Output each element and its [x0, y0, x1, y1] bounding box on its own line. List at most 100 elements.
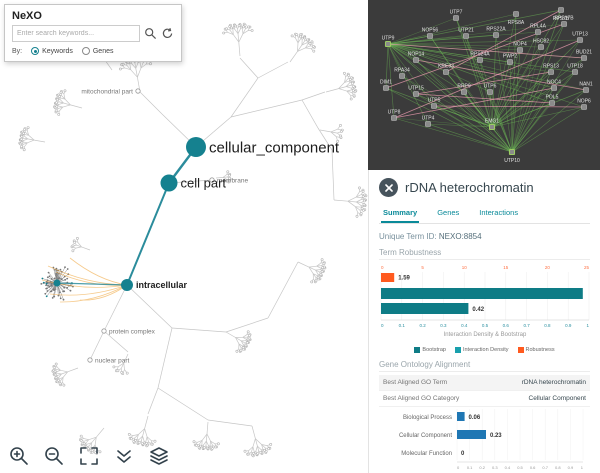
network-node-UTP5[interactable]: [431, 103, 437, 109]
legend-swatch-icon: [454, 347, 461, 353]
network-node-NOP6[interactable]: [581, 104, 587, 110]
network-node-RPS22A[interactable]: [493, 32, 499, 38]
keywords-radio-icon[interactable]: [31, 47, 40, 55]
network-node-UTP9[interactable]: [384, 40, 392, 48]
network-node-NOP14[interactable]: [413, 57, 419, 63]
close-details-button[interactable]: [379, 178, 398, 197]
edge: [387, 43, 585, 59]
tree-node-cell-part[interactable]: [160, 174, 178, 192]
network-node-HSC82[interactable]: [538, 44, 544, 50]
edge: [511, 89, 587, 153]
layers-button[interactable]: [148, 445, 170, 467]
network-node-UTP13[interactable]: [577, 37, 583, 43]
edge: [491, 13, 517, 128]
network-node-RPS8A[interactable]: [513, 11, 519, 17]
network-node-UTP6[interactable]: [487, 89, 493, 95]
svg-text:0.7: 0.7: [542, 465, 548, 470]
network-node-NOP4[interactable]: [517, 47, 523, 53]
network-node-UTP7[interactable]: [453, 15, 459, 21]
network-node-NOC4[interactable]: [551, 85, 557, 91]
edge: [415, 71, 552, 95]
edge: [387, 43, 587, 91]
edge: [387, 17, 457, 45]
network-node-RPS13[interactable]: [548, 69, 554, 75]
gene-label: UTP10: [504, 158, 520, 164]
go-category-label: Molecular Function: [401, 451, 452, 457]
radio-keywords[interactable]: Keywords: [31, 47, 73, 55]
network-node-DIM1[interactable]: [383, 85, 389, 91]
tree-term-label: cell part: [181, 176, 227, 191]
tree-node[interactable]: [87, 357, 93, 363]
network-node-UTP10[interactable]: [508, 148, 516, 156]
tree-node-cluster[interactable]: [53, 279, 61, 287]
network-node-RPS7B[interactable]: [558, 7, 564, 13]
network-node-PWP2[interactable]: [507, 59, 513, 65]
fit-view-button[interactable]: [78, 445, 100, 467]
row-value: Cellular Component: [528, 395, 586, 402]
gene-label: RRP9: [457, 84, 471, 90]
edge: [433, 105, 493, 128]
gene-label: NOP6: [577, 99, 591, 105]
network-node-UTP4[interactable]: [425, 121, 431, 127]
network-node-RRP9[interactable]: [461, 89, 467, 95]
bar-robustness: [381, 273, 395, 282]
svg-text:0.8: 0.8: [555, 465, 561, 470]
tab-interactions[interactable]: Interactions: [479, 208, 519, 217]
reset-search-icon[interactable]: [161, 27, 174, 40]
tree-node-cellular-component[interactable]: [186, 137, 206, 157]
network-node-UTP21[interactable]: [463, 33, 469, 39]
edge: [491, 71, 576, 128]
tree-node[interactable]: [101, 328, 107, 334]
network-node-RPL4A[interactable]: [535, 29, 541, 35]
svg-text:0.3: 0.3: [492, 465, 498, 470]
network-node-UTP15[interactable]: [413, 91, 419, 97]
network-node-NOP56[interactable]: [427, 33, 433, 39]
edge: [489, 91, 493, 128]
details-tabs: Summary Genes Interactions: [379, 205, 590, 224]
tree-term-label: protein complex: [109, 329, 156, 336]
network-node-UTP18[interactable]: [572, 69, 578, 75]
tree-node[interactable]: [209, 177, 215, 183]
gene-label: UTP5: [428, 98, 441, 104]
gene-label: HSC82: [533, 39, 549, 45]
collapse-tree-button[interactable]: [113, 445, 135, 467]
edge: [393, 39, 581, 119]
network-node-UTP8[interactable]: [391, 115, 397, 121]
zoom-in-button[interactable]: [8, 445, 30, 467]
radio-genes[interactable]: Genes: [81, 47, 113, 55]
edge: [433, 105, 513, 153]
network-node-KRE33[interactable]: [443, 69, 449, 75]
edge: [511, 39, 581, 153]
bar-bootstrap: [381, 288, 583, 299]
edge: [387, 43, 521, 51]
gene-label: POL5: [546, 95, 559, 101]
edge: [387, 43, 542, 48]
network-node-BUD21[interactable]: [581, 55, 587, 61]
gene-label: RPS22A: [486, 27, 506, 33]
bar-interaction-density: [381, 303, 469, 314]
genes-radio-icon[interactable]: [81, 47, 90, 55]
tree-node[interactable]: [135, 88, 141, 94]
network-node-RPS17B[interactable]: [561, 21, 567, 27]
search-input[interactable]: [12, 25, 140, 42]
zoom-out-button[interactable]: [43, 445, 65, 467]
edge: [427, 123, 513, 153]
network-node-RPS24A[interactable]: [477, 57, 483, 63]
search-icon[interactable]: [144, 27, 157, 40]
edge: [429, 35, 513, 153]
edge: [387, 43, 493, 128]
edge: [385, 87, 513, 153]
tab-genes[interactable]: Genes: [437, 208, 460, 217]
network-node-NAN1[interactable]: [583, 87, 589, 93]
network-node-POL5[interactable]: [549, 100, 555, 106]
gene-label: UTP13: [572, 32, 588, 38]
network-node-RPA34[interactable]: [399, 73, 405, 79]
tab-summary[interactable]: Summary: [381, 205, 420, 223]
network-node-EMG1[interactable]: [488, 123, 496, 131]
tree-node-intracellular[interactable]: [121, 279, 133, 291]
edge: [455, 17, 513, 153]
